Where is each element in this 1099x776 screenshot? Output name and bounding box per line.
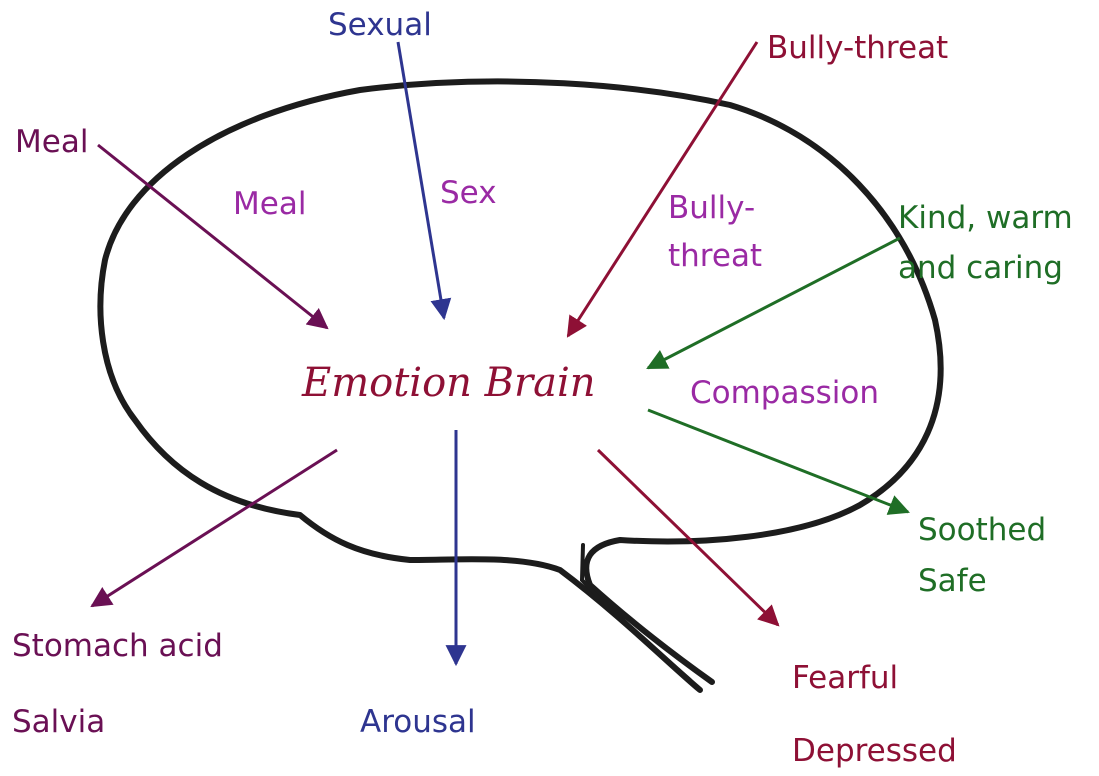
output-soothed-label: Soothed: [918, 512, 1046, 550]
inner-threat-label: threat: [668, 238, 762, 276]
output-fearful-label: Fearful: [792, 660, 898, 698]
output-salvia-label: Salvia: [12, 704, 105, 742]
output-depressed-label: Depressed: [792, 733, 957, 771]
input-sexual-label: Sexual: [328, 7, 432, 45]
output-stomach-acid-label: Stomach acid: [12, 628, 223, 666]
arrow-soothed-out: [648, 410, 908, 512]
output-safe-label: Safe: [918, 563, 987, 601]
brainstem-detail: [582, 545, 690, 680]
arrow-stomach-out: [92, 450, 337, 606]
input-and-caring-label: and caring: [898, 250, 1063, 288]
input-bully-threat-label: Bully-threat: [767, 30, 948, 68]
inner-compassion-label: Compassion: [690, 375, 879, 413]
inner-sex-label: Sex: [440, 175, 497, 213]
output-arousal-label: Arousal: [360, 704, 476, 742]
inner-bully-label: Bully-: [668, 190, 755, 228]
diagram-title: Emotion Brain: [302, 360, 596, 406]
input-meal-label: Meal: [15, 124, 88, 162]
input-kind-warm-label: Kind, warm: [898, 200, 1073, 238]
arrow-meal-in: [98, 145, 327, 328]
inner-meal-label: Meal: [233, 186, 306, 224]
